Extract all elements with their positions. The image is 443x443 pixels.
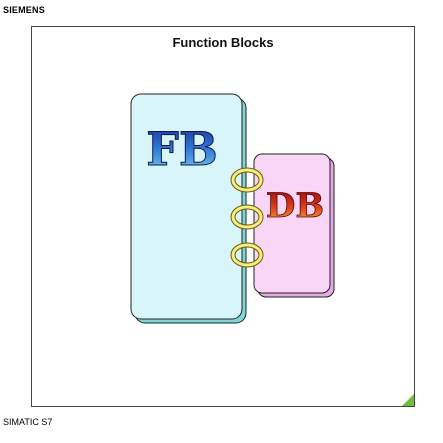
corner-triangle-icon <box>402 394 414 406</box>
binder-rings <box>230 167 264 268</box>
binder-ring-icon <box>230 204 264 230</box>
binder-ring-icon <box>230 167 264 193</box>
slide-frame: Function Blocks FB DB <box>31 26 415 407</box>
db-block: DB <box>253 153 335 298</box>
db-label: DB <box>266 186 324 226</box>
brand-logo-text: SIEMENS <box>3 5 45 15</box>
binder-ring-icon <box>230 242 264 268</box>
footer-product-label: SIMATIC S7 <box>3 417 53 427</box>
slide-title: Function Blocks <box>172 35 274 50</box>
fb-db-diagram: FB DB <box>130 93 335 324</box>
fb-block: FB <box>130 93 247 324</box>
fb-label: FB <box>146 122 218 176</box>
